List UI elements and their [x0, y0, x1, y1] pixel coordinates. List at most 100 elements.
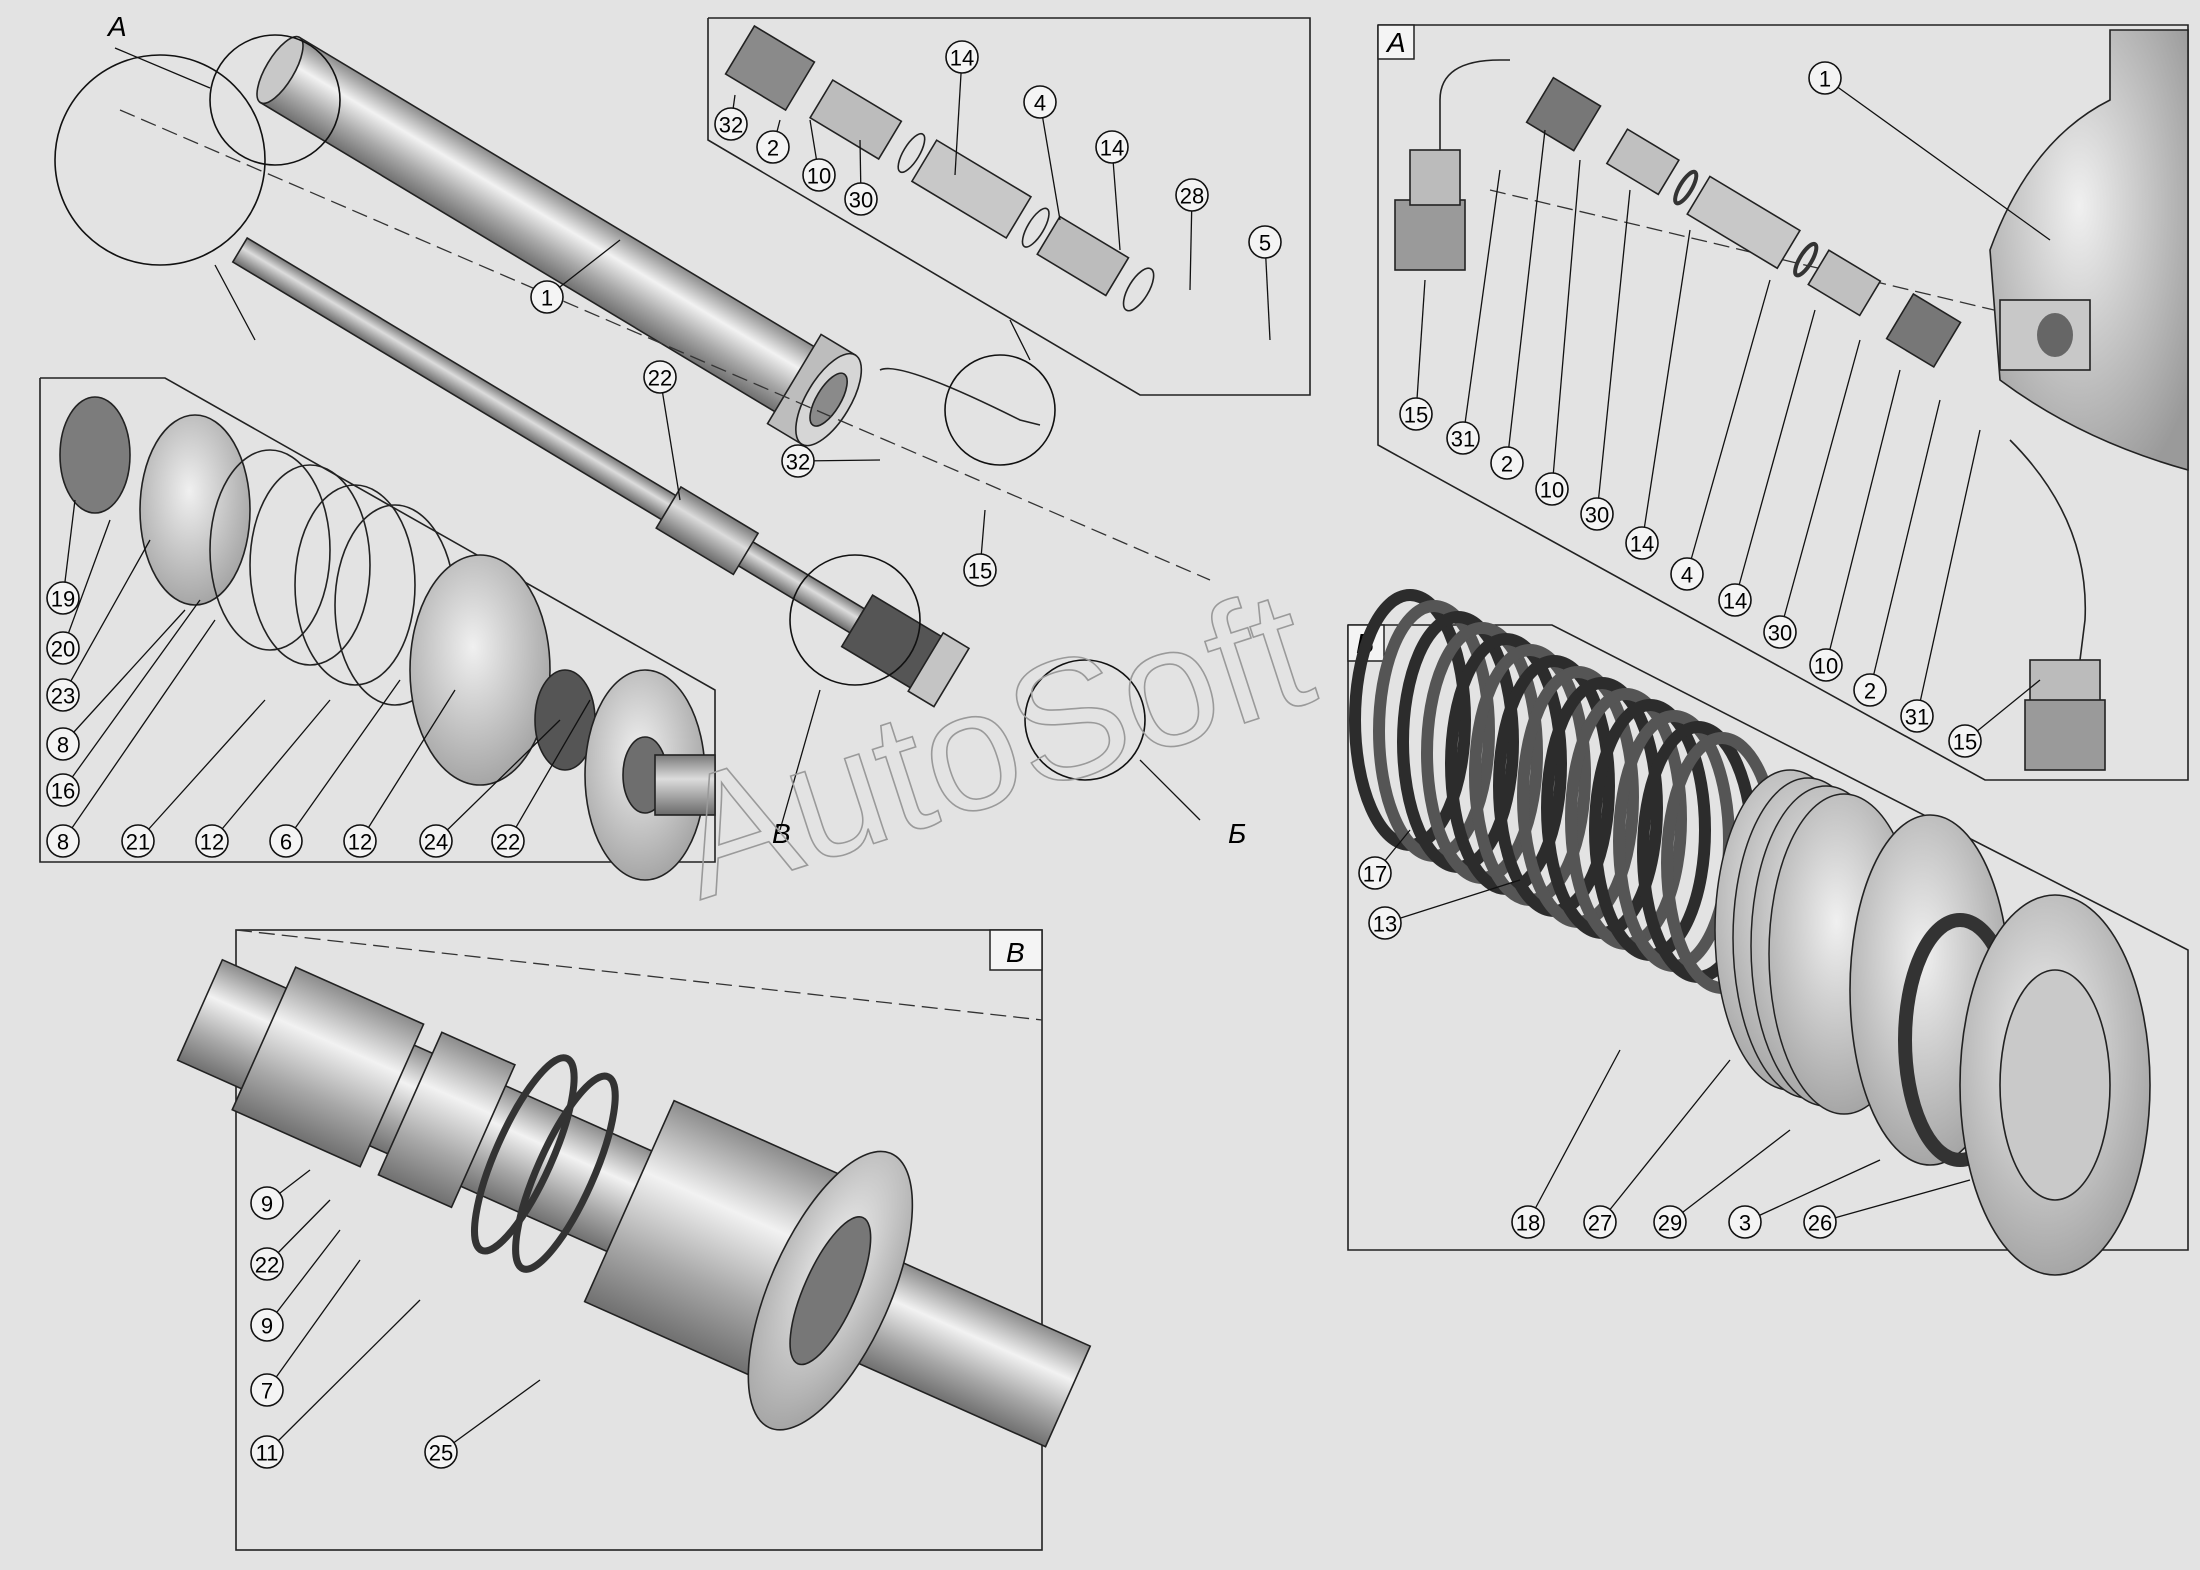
callout-view_v-7: 7 [250, 1373, 284, 1407]
callout-top_detail-14: 14 [945, 40, 979, 74]
callout-top_detail-5: 5 [1248, 225, 1282, 259]
callout-leader [266, 1299, 421, 1453]
callout-leader [440, 1379, 541, 1453]
callout-left_detail-8: 8 [46, 727, 80, 761]
callout-number: 32 [719, 113, 743, 138]
callout-leader [1384, 879, 1521, 924]
callout-number: 2 [1501, 452, 1513, 477]
callout-left_detail-21: 21 [121, 824, 155, 858]
callout-view_v-9: 9 [250, 1186, 284, 1220]
callout-number: 17 [1363, 862, 1387, 887]
callout-number: 4 [1681, 563, 1693, 588]
callout-view_a-14: 14 [1625, 526, 1659, 560]
callout-left_detail-19: 19 [46, 581, 80, 615]
callout-number: 11 [256, 1441, 279, 1466]
callout-leader [659, 376, 681, 501]
callout-top_detail-28: 28 [1175, 178, 1209, 212]
callout-number: 2 [1864, 679, 1876, 704]
callout-number: 4 [1034, 91, 1046, 116]
callout-number: 8 [57, 733, 69, 758]
callout-number: 7 [261, 1379, 273, 1404]
callout-number: 15 [1953, 730, 1977, 755]
callout-leader [1779, 339, 1861, 633]
callout-view_b-17: 17 [1358, 856, 1392, 890]
callout-view_a-4: 4 [1670, 557, 1704, 591]
callout-leader [1825, 369, 1901, 666]
callout-view_b-26: 26 [1803, 1205, 1837, 1239]
callout-number: 12 [200, 830, 224, 855]
callout-leader [1039, 101, 1061, 221]
watermark: AutoSoft [653, 553, 1332, 935]
callout-number: 19 [51, 587, 75, 612]
callout-leader [62, 619, 216, 842]
callout-number: 10 [1814, 654, 1838, 679]
callout-view_a-15: 15 [1948, 724, 1982, 758]
callout-left_detail-12: 12 [343, 824, 377, 858]
callout-number: 8 [57, 830, 69, 855]
callout-number: 20 [51, 637, 75, 662]
callout-view_v-22: 22 [250, 1247, 284, 1281]
callout-leader [1744, 1159, 1881, 1223]
callout-view_a-30: 30 [1763, 615, 1797, 649]
detail-circle-top [944, 354, 1056, 466]
callout-leader [1599, 1059, 1731, 1223]
view-v-panel: В [176, 929, 1092, 1551]
detail-circle-b [1024, 659, 1146, 781]
callout-number: 31 [1451, 427, 1475, 452]
callout-left_detail-12: 12 [195, 824, 229, 858]
view-letter-v-main: В [772, 818, 791, 849]
callout-left_detail-22: 22 [491, 824, 525, 858]
callout-top_detail-32: 32 [714, 107, 748, 141]
callout-leader [359, 689, 456, 842]
view-v-title: В [1006, 937, 1025, 968]
view-letter-b-main: Б [1228, 818, 1246, 849]
callout-number: 1 [1819, 67, 1831, 92]
callout-number: 28 [1180, 184, 1204, 209]
callout-number: 26 [1808, 1211, 1832, 1236]
callout-number: 23 [51, 684, 75, 709]
callout-number: 14 [1723, 589, 1747, 614]
callout-view_a-2: 2 [1853, 673, 1887, 707]
callout-view_a-31: 31 [1900, 699, 1934, 733]
callout-number: 18 [1516, 1211, 1540, 1236]
callout-view_v-11: 11 [250, 1435, 284, 1469]
piston-rod [231, 236, 971, 708]
callout-view_b-18: 18 [1511, 1205, 1545, 1239]
callout-view_a-1: 1 [1808, 61, 1842, 95]
callout-left_detail-8: 8 [46, 824, 80, 858]
callout-leader [1819, 1179, 1971, 1223]
callout-view_a-30: 30 [1580, 497, 1614, 531]
view-letter-a-main: А [106, 11, 127, 42]
callout-leader [1641, 229, 1691, 544]
callout-leader [62, 519, 111, 649]
callout-view_b-3: 3 [1728, 1205, 1762, 1239]
callout-leader [211, 699, 331, 842]
callout-number: 1 [541, 286, 553, 311]
callout-leader [1527, 1049, 1621, 1223]
callout-view_b-29: 29 [1653, 1205, 1687, 1239]
callout-number: 30 [1768, 621, 1792, 646]
callout-number: 2 [767, 136, 779, 161]
callout-leader [1415, 279, 1426, 415]
callout-left_detail-23: 23 [46, 678, 80, 712]
callout-number: 14 [1630, 532, 1654, 557]
callout-leader [285, 679, 401, 842]
view-a-panel: А [1377, 24, 2189, 781]
callout-number: 27 [1588, 1211, 1612, 1236]
callout-leader [1596, 189, 1631, 515]
callout-leader [1462, 169, 1501, 439]
callout-left_detail-20: 20 [46, 631, 80, 665]
cylinder-barrel [256, 35, 863, 447]
callout-number: 15 [1404, 403, 1428, 428]
detail-circle-v [789, 554, 921, 686]
callout-number: 10 [1540, 478, 1564, 503]
callout-leader [137, 699, 266, 842]
callout-view_v-9: 9 [250, 1308, 284, 1342]
callout-main-15: 15 [963, 553, 997, 587]
callout-number: 15 [968, 559, 992, 584]
callout-leader [62, 609, 186, 745]
callout-number: 9 [261, 1192, 273, 1217]
callout-number: 16 [51, 779, 75, 804]
